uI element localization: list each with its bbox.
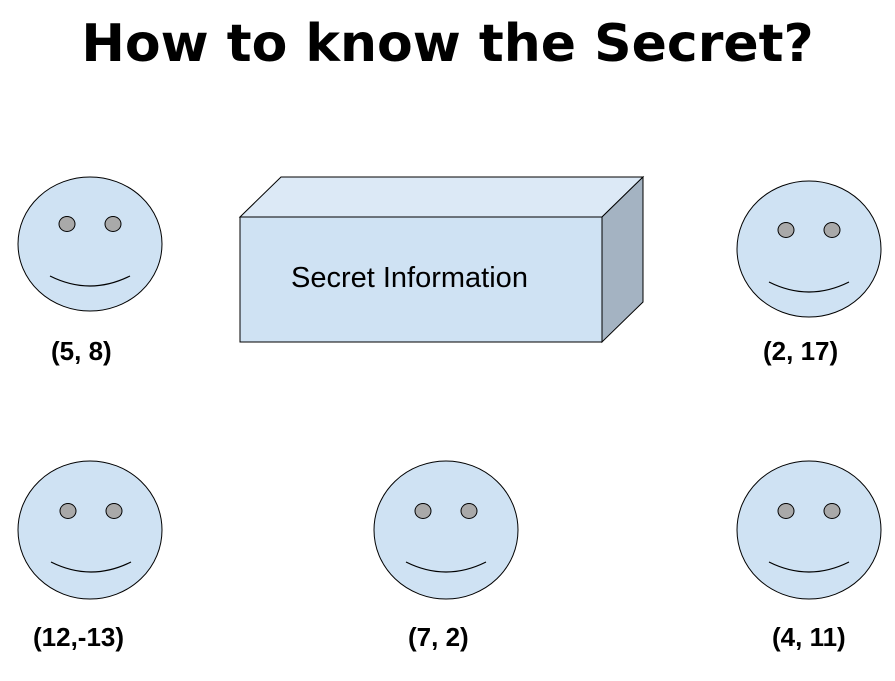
smiley-face-icon: [17, 176, 163, 312]
secret-box-label: Secret Information: [291, 262, 528, 294]
smiley-face-icon: [17, 460, 163, 600]
secret-box-top: [238, 176, 645, 218]
smiley-face-icon: [373, 460, 519, 600]
secret-box-front: [239, 216, 603, 343]
person-coordinates: (2, 17): [763, 336, 839, 366]
secret-box: [238, 175, 645, 344]
person-coordinates: (5, 8): [51, 336, 112, 366]
page-title: How to know the Secret?: [81, 14, 814, 74]
smiley-face-icon: [736, 460, 882, 600]
person-coordinates: (7, 2): [408, 622, 469, 652]
person-coordinates: (4, 11): [772, 622, 846, 652]
smiley-face-icon: [736, 180, 882, 318]
person-coordinates: (12,-13): [33, 622, 125, 652]
